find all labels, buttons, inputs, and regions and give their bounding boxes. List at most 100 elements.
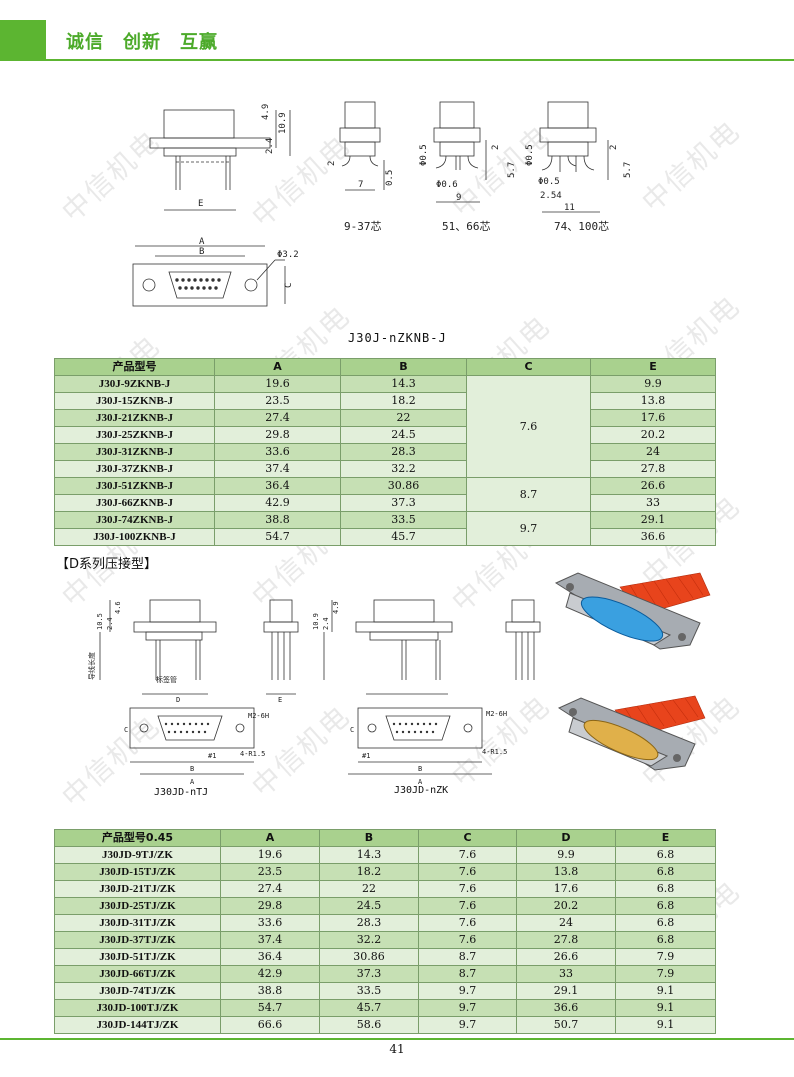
dim-label: 2 bbox=[327, 161, 337, 166]
value-cell: 7.6 bbox=[418, 863, 517, 881]
value-cell: 54.7 bbox=[220, 999, 320, 1017]
dim-label: 4.6 bbox=[114, 601, 122, 614]
model-cell: J30J-25ZKNB-J bbox=[54, 426, 215, 444]
value-cell: 37.3 bbox=[340, 494, 467, 512]
value-cell: 32.2 bbox=[319, 931, 419, 949]
dim-label: Φ0.5 bbox=[538, 177, 560, 187]
dim-label: Φ0.6 bbox=[436, 180, 458, 190]
value-cell: 9.1 bbox=[615, 1016, 716, 1034]
value-cell: 7.6 bbox=[418, 931, 517, 949]
model-cell: J30JD-66TJ/ZK bbox=[54, 965, 221, 983]
value-cell: 18.2 bbox=[319, 863, 419, 881]
value-cell: 42.9 bbox=[220, 965, 320, 983]
value-cell: 6.8 bbox=[615, 914, 716, 932]
dim-label: B bbox=[199, 247, 204, 257]
model-cell: J30J-9ZKNB-J bbox=[54, 375, 215, 393]
value-cell: 19.6 bbox=[214, 375, 341, 393]
model-cell: J30JD-100TJ/ZK bbox=[54, 999, 221, 1017]
dim-label: #1 bbox=[362, 752, 370, 760]
value-cell: 38.8 bbox=[220, 982, 320, 1000]
value-cell: 23.5 bbox=[214, 392, 341, 410]
value-cell: 26.6 bbox=[590, 477, 716, 495]
column-header: B bbox=[340, 358, 467, 376]
column-header: 产品型号0.45 bbox=[54, 829, 221, 847]
dim-label: 0.5 bbox=[385, 170, 395, 186]
drawing-j30j-front-view: A B Φ3.2 C bbox=[132, 237, 299, 307]
value-cell: 28.3 bbox=[340, 443, 467, 461]
value-cell: 24 bbox=[516, 914, 616, 932]
value-cell: 8.7 bbox=[418, 965, 517, 983]
connector-photo-blue bbox=[554, 572, 711, 650]
value-cell: 8.7 bbox=[418, 948, 517, 966]
value-cell: 23.5 bbox=[220, 863, 320, 881]
value-cell: 9.1 bbox=[615, 982, 716, 1000]
column-header: C bbox=[466, 358, 591, 376]
dim-label: C bbox=[284, 283, 294, 288]
drawing-caption-right: J30JD-nZK bbox=[394, 785, 449, 796]
value-cell: 24 bbox=[590, 443, 716, 461]
dim-label: M2-6H bbox=[486, 710, 507, 718]
value-cell: 33.5 bbox=[340, 511, 467, 529]
model-cell: J30J-74ZKNB-J bbox=[54, 511, 215, 529]
dim-label: A bbox=[190, 778, 195, 786]
value-cell: 36.6 bbox=[516, 999, 616, 1017]
value-cell: 9.9 bbox=[516, 846, 616, 864]
dim-label: C bbox=[350, 726, 354, 734]
column-header: E bbox=[615, 829, 716, 847]
dim-label: 7 bbox=[358, 180, 363, 190]
column-header: C bbox=[418, 829, 517, 847]
dim-label: 2.4 bbox=[265, 138, 275, 154]
value-cell: 27.4 bbox=[214, 409, 341, 427]
value-cell: 45.7 bbox=[319, 999, 419, 1017]
value-cell: 13.8 bbox=[516, 863, 616, 881]
dim-label: 10.5 bbox=[96, 613, 104, 630]
dim-label: 5.7 bbox=[623, 162, 633, 178]
value-cell: 7.9 bbox=[615, 965, 716, 983]
dim-label: Φ0.5 bbox=[525, 144, 535, 166]
value-cell: 38.8 bbox=[214, 511, 341, 529]
value-cell: 54.7 bbox=[214, 528, 341, 546]
value-cell: 19.6 bbox=[220, 846, 320, 864]
column-header: D bbox=[516, 829, 616, 847]
value-cell: 7.9 bbox=[615, 948, 716, 966]
header-slogan: 诚信 创新 互赢 bbox=[66, 32, 218, 53]
dim-label: 9 bbox=[456, 193, 461, 203]
value-cell: 27.8 bbox=[590, 460, 716, 478]
model-cell: J30J-51ZKNB-J bbox=[54, 477, 215, 495]
value-cell: 14.3 bbox=[340, 375, 467, 393]
header-tab bbox=[0, 20, 46, 60]
value-cell: 17.6 bbox=[590, 409, 716, 427]
column-header: A bbox=[214, 358, 341, 376]
dim-label: C bbox=[124, 726, 128, 734]
variant-label: 51、66芯 bbox=[442, 219, 491, 233]
value-cell: 22 bbox=[340, 409, 467, 427]
value-cell: 29.1 bbox=[516, 982, 616, 1000]
model-cell: J30JD-9TJ/ZK bbox=[54, 846, 221, 864]
value-cell: 6.8 bbox=[615, 846, 716, 864]
value-cell: 9.7 bbox=[418, 982, 517, 1000]
dim-label: A bbox=[418, 778, 423, 786]
value-cell: 36.4 bbox=[220, 948, 320, 966]
value-cell: 33.5 bbox=[319, 982, 419, 1000]
value-cell: 36.6 bbox=[590, 528, 716, 546]
model-cell: J30JD-21TJ/ZK bbox=[54, 880, 221, 898]
dim-label: B bbox=[190, 765, 194, 773]
value-cell: 27.4 bbox=[220, 880, 320, 898]
value-cell-merged: 9.7 bbox=[466, 511, 591, 546]
dim-label: D bbox=[176, 696, 180, 704]
value-cell: 33.6 bbox=[214, 443, 341, 461]
value-cell: 26.6 bbox=[516, 948, 616, 966]
drawing-caption-left: J30JD-nTJ bbox=[154, 787, 209, 798]
dim-label: 10.9 bbox=[278, 112, 288, 134]
value-cell: 29.8 bbox=[220, 897, 320, 915]
